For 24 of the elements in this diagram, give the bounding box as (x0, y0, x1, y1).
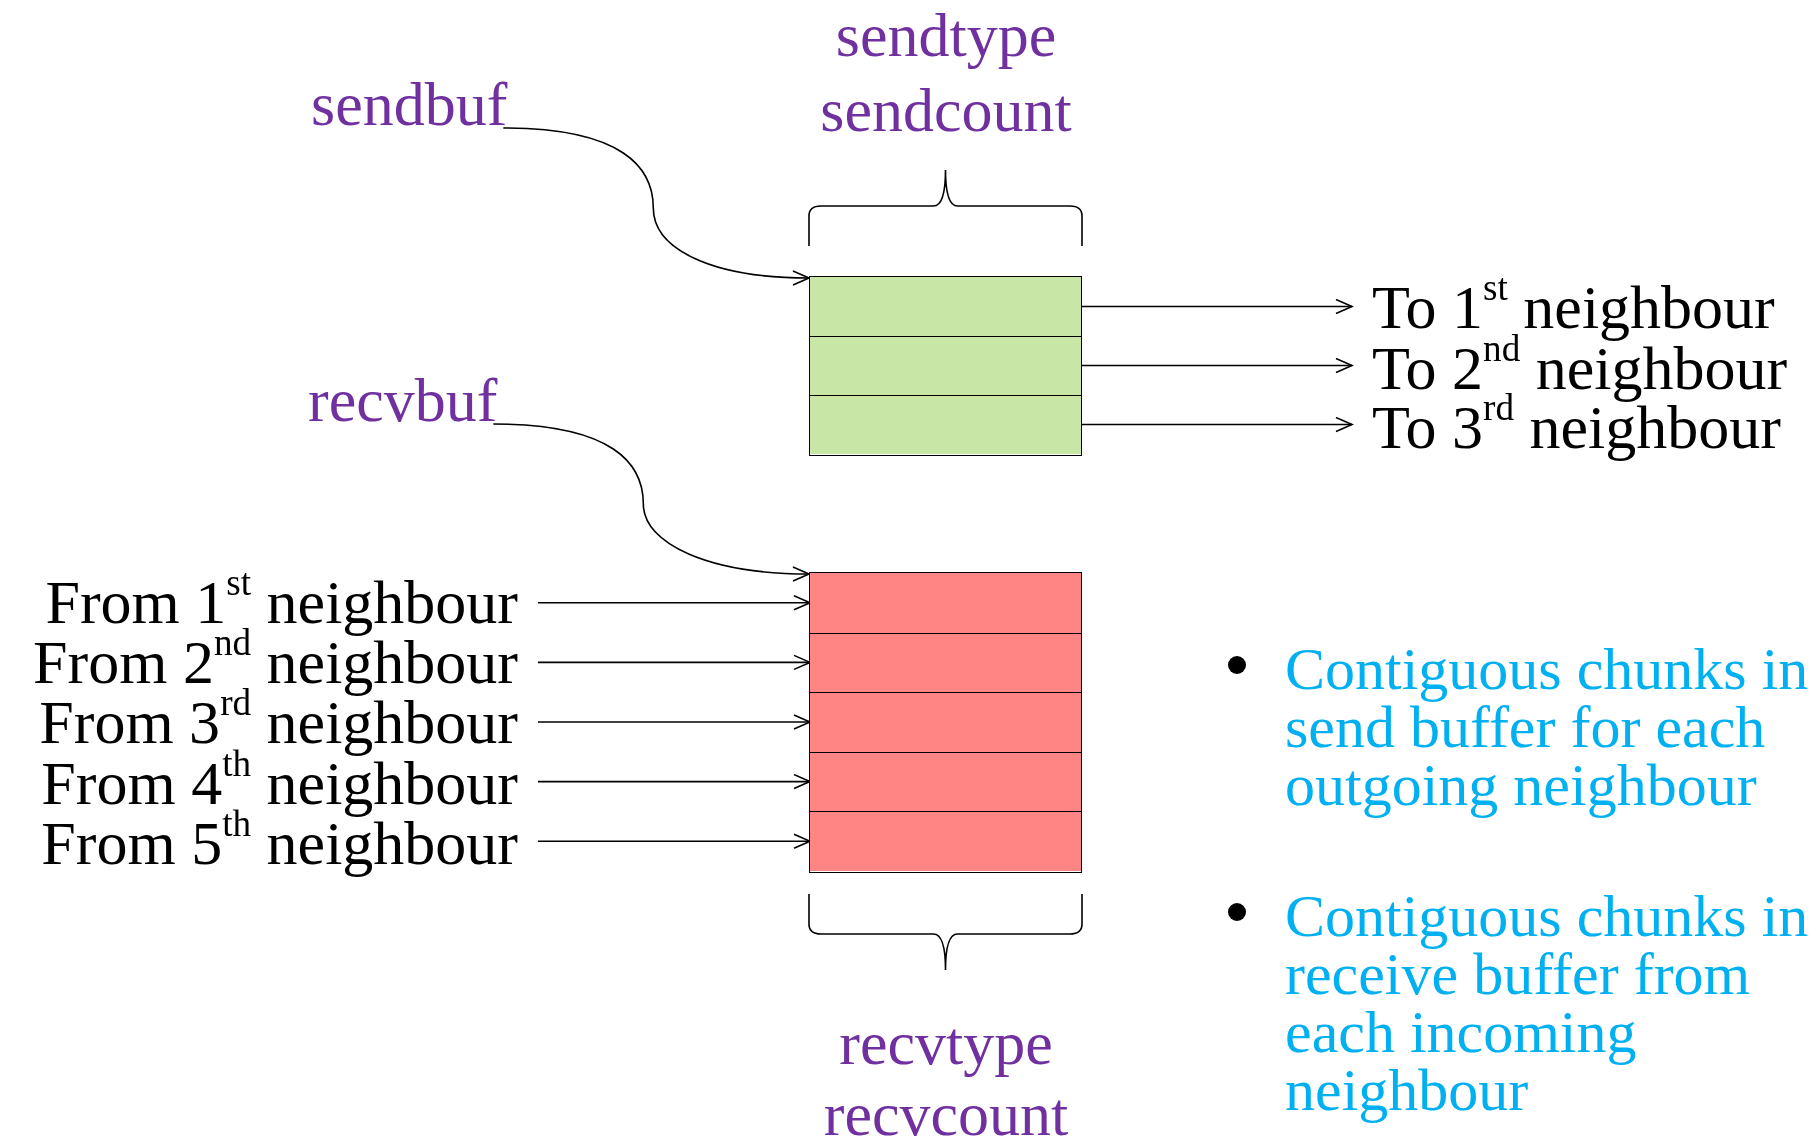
arrow (1080, 416, 1353, 433)
send-buffer (809, 276, 1082, 456)
receive-buffer (809, 572, 1082, 873)
arrow (537, 833, 811, 849)
count-label: sendcount (820, 80, 1072, 140)
arrow (1080, 357, 1353, 374)
arrow (502, 127, 810, 286)
buffer-chunk (810, 573, 1081, 633)
buffer-chunk (810, 277, 1081, 336)
arrow (1080, 298, 1353, 315)
arrow (537, 714, 811, 730)
count-label: recvcount (823, 1084, 1069, 1143)
arrow (537, 595, 811, 611)
buffer-chunk (810, 751, 1081, 812)
buffer-chunk (810, 632, 1081, 693)
buffer-label: sendbuf (311, 74, 508, 134)
buffer-chunk (810, 336, 1081, 395)
buffer-chunk (810, 692, 1081, 752)
arrow (537, 654, 811, 671)
buffer-chunk (810, 811, 1081, 871)
arrow (537, 773, 811, 790)
arrow (492, 423, 810, 582)
buffer-chunk (810, 395, 1081, 454)
buffer-label: recvbuf (308, 370, 498, 430)
